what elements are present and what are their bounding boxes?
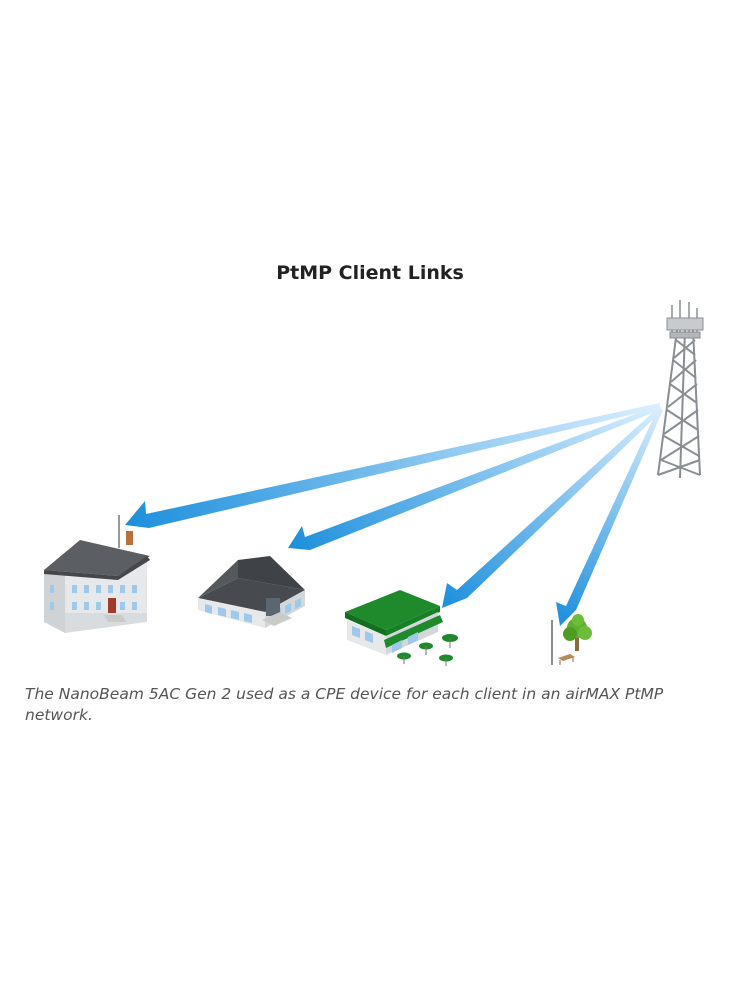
beam-arrow-cafe bbox=[442, 406, 662, 608]
cafe-umbrellas bbox=[397, 634, 458, 666]
beam-arrow-house bbox=[125, 403, 660, 528]
beam-arrow-office bbox=[288, 405, 660, 550]
diagram-title: PtMP Client Links bbox=[276, 262, 464, 284]
signal-beams bbox=[125, 403, 663, 626]
beam-arrow-park bbox=[556, 408, 663, 626]
cafe-icon bbox=[345, 590, 458, 666]
diagram-caption: The NanoBeam 5AC Gen 2 used as a CPE dev… bbox=[25, 685, 664, 724]
park-icon bbox=[551, 614, 592, 665]
office-building-icon bbox=[198, 556, 305, 628]
cell-tower-icon bbox=[657, 300, 704, 479]
house-icon bbox=[44, 515, 150, 633]
